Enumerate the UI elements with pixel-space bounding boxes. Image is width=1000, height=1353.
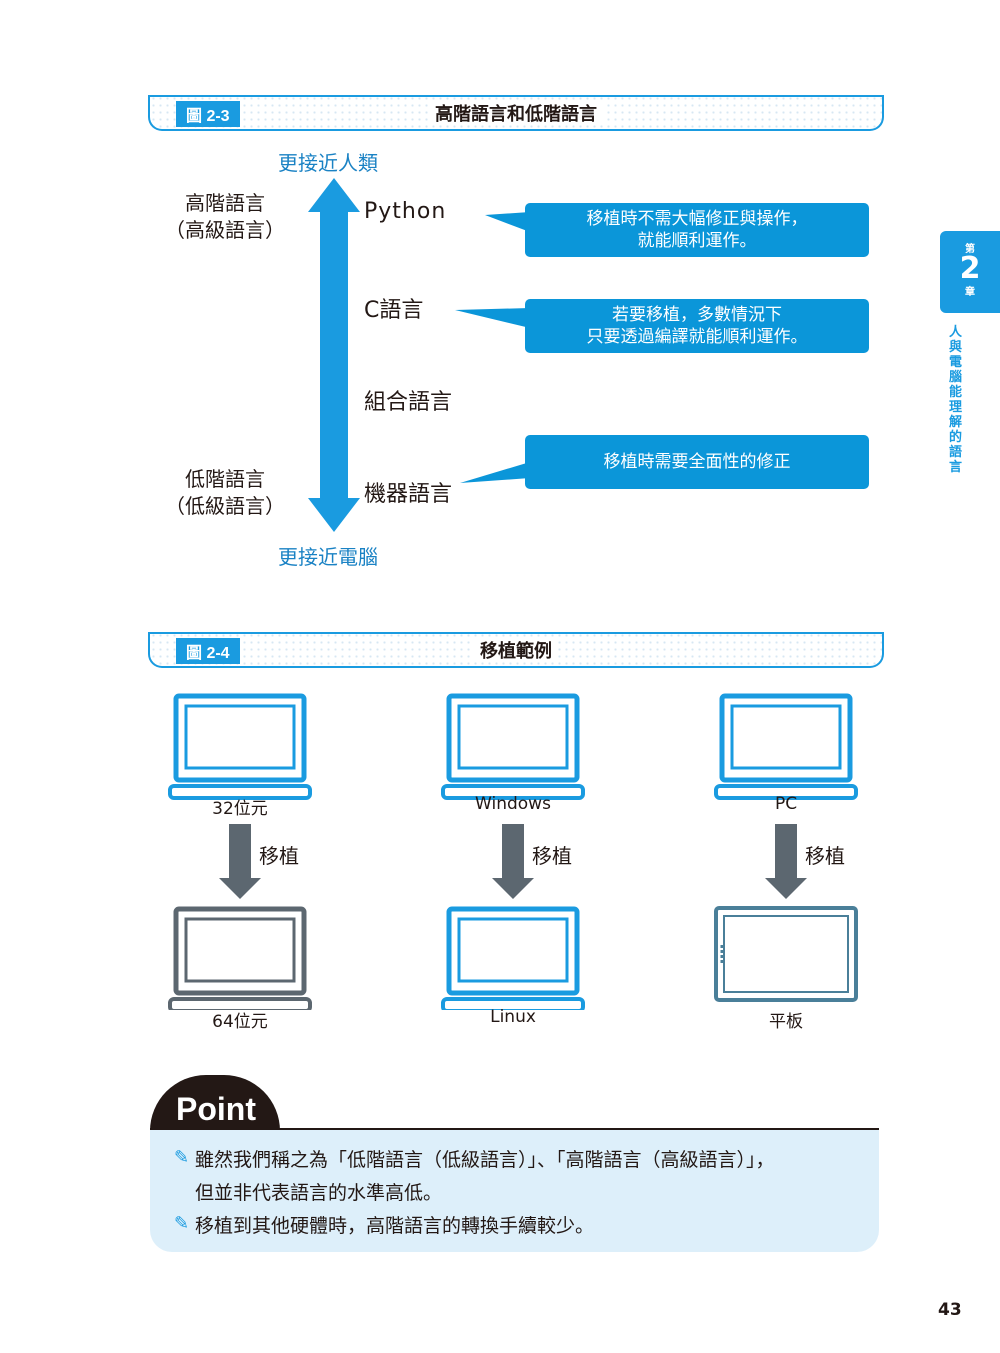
figure-header: 圖 2-4 移植範例 bbox=[148, 632, 884, 668]
point-box: ✎ 雖然我們稱之為「低階語言（低級語言）」、「高階語言（高級語言）」， 但並非代… bbox=[150, 1128, 879, 1252]
high-level-title: 高階語言 bbox=[185, 191, 265, 215]
device-to-label: 64位元 bbox=[212, 1012, 268, 1032]
point-tab: Point bbox=[150, 1075, 280, 1131]
point-line: 移植到其他硬體時，高階語言的轉換手續較少。 bbox=[195, 1215, 595, 1237]
callout-machine: 移植時需要全面性的修正 bbox=[525, 435, 869, 489]
device-to-label: Linux bbox=[490, 1007, 536, 1027]
low-level-label: 低階語言 （低級語言） bbox=[165, 466, 285, 520]
port-label: 移植 bbox=[805, 844, 845, 868]
callout-c: 若要移植，多數情況下 只要透過編譯就能順利運作。 bbox=[525, 299, 869, 353]
point-line: 但並非代表語言的水準高低。 bbox=[195, 1182, 443, 1204]
laptop-icon bbox=[443, 909, 583, 1010]
chapter-label-top: 第 bbox=[965, 244, 975, 255]
callout-tails bbox=[455, 212, 530, 483]
page-number: 43 bbox=[938, 1300, 962, 1320]
callout-line: 只要透過編譯就能順利運作。 bbox=[586, 327, 808, 347]
pencil-icon: ✎ bbox=[174, 1147, 190, 1168]
chapter-label-bottom: 章 bbox=[965, 287, 975, 298]
callout-line: 就能順利運作。 bbox=[637, 231, 757, 251]
tablet-icon bbox=[714, 906, 858, 1002]
laptop-icon bbox=[170, 909, 310, 1010]
level-arrow bbox=[308, 178, 360, 532]
top-label: 更接近人類 bbox=[278, 151, 378, 175]
lang-c: C語言 bbox=[364, 298, 424, 323]
point-line: 雖然我們稱之為「低階語言（低級語言）」、「高階語言（高級語言）」， bbox=[195, 1149, 775, 1171]
point-title: Point bbox=[176, 1091, 256, 1127]
laptop-icon bbox=[170, 696, 310, 798]
callout-line: 移植時需要全面性的修正 bbox=[603, 452, 791, 472]
low-level-sub: （低級語言） bbox=[165, 494, 285, 518]
chapter-tab[interactable]: 第 2 章 bbox=[940, 231, 1000, 313]
device-from-label: 32位元 bbox=[212, 799, 268, 819]
port-label: 移植 bbox=[532, 844, 572, 868]
device-from-label: PC bbox=[774, 794, 798, 814]
figure-title: 高階語言和低階語言 bbox=[429, 104, 603, 125]
figure-badge: 圖 2-4 bbox=[176, 638, 240, 664]
bottom-label: 更接近電腦 bbox=[278, 545, 378, 569]
port-label: 移植 bbox=[259, 844, 299, 868]
pencil-icon: ✎ bbox=[174, 1213, 190, 1234]
device-to-label: 平板 bbox=[769, 1012, 803, 1032]
lang-machine: 機器語言 bbox=[364, 482, 453, 507]
lang-python: Python bbox=[364, 199, 447, 224]
figure-header: 圖 2-3 高階語言和低階語言 bbox=[148, 95, 884, 131]
high-level-sub: （高級語言） bbox=[165, 218, 285, 242]
device-from-label: Windows bbox=[475, 794, 551, 814]
chapter-number: 2 bbox=[959, 251, 981, 286]
porting-diagram: ··· bbox=[0, 680, 1000, 1010]
laptop-icon bbox=[716, 696, 856, 798]
callout-line: 若要移植，多數情況下 bbox=[612, 305, 782, 325]
low-level-title: 低階語言 bbox=[185, 467, 265, 491]
lang-assembly: 組合語言 bbox=[364, 390, 453, 415]
callout-line: 移植時不需大幅修正與操作， bbox=[586, 209, 808, 229]
callout-python: 移植時不需大幅修正與操作， 就能順利運作。 bbox=[525, 203, 869, 257]
figure-title: 移植範例 bbox=[474, 641, 558, 662]
chapter-title: 人與電腦能理解的語言 bbox=[949, 325, 963, 475]
laptop-icon bbox=[443, 696, 583, 798]
high-level-label: 高階語言 （高級語言） bbox=[165, 190, 285, 244]
down-arrow-icon bbox=[219, 824, 807, 899]
figure-badge: 圖 2-3 bbox=[176, 101, 240, 127]
